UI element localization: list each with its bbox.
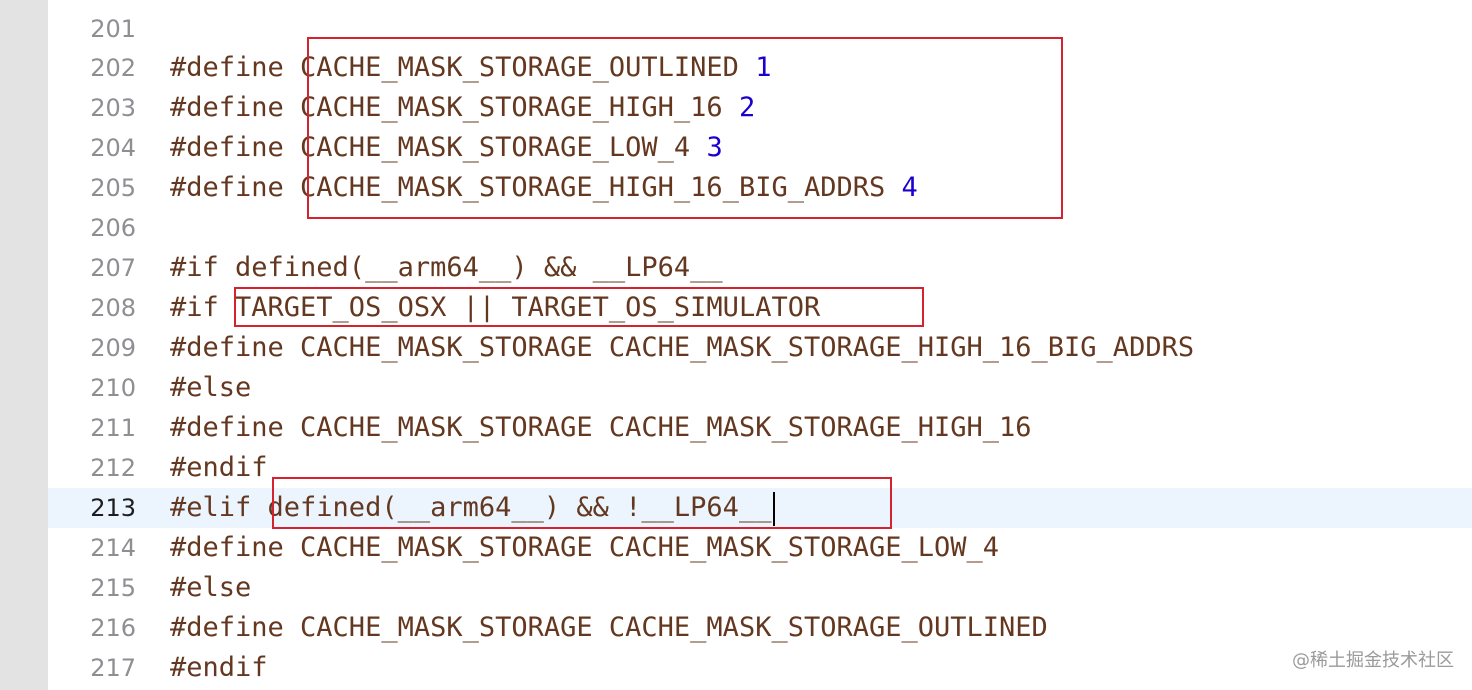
code-text[interactable]: #define CACHE_MASK_STORAGE CACHE_MASK_ST… xyxy=(170,332,1195,363)
code-text[interactable]: #endif xyxy=(170,652,268,683)
code-text[interactable]: #if defined(__arm64__) && __LP64__ xyxy=(170,252,723,283)
line-number: 214 xyxy=(90,534,136,562)
code-text[interactable]: #define CACHE_MASK_STORAGE CACHE_MASK_ST… xyxy=(170,412,1032,443)
code-line-current[interactable]: 213 #elif defined(__arm64__) && !__LP64__ xyxy=(48,488,1472,528)
code-line[interactable]: 207 #if defined(__arm64__) && __LP64__ xyxy=(48,248,1472,288)
line-number: 203 xyxy=(90,94,136,122)
line-number: 202 xyxy=(90,54,136,82)
line-number: 206 xyxy=(90,214,136,242)
code-line[interactable]: 211 #define CACHE_MASK_STORAGE CACHE_MASK… xyxy=(48,408,1472,448)
code-text[interactable]: #define CACHE_MASK_STORAGE_HIGH_16_BIG_A… xyxy=(170,168,918,208)
text-caret xyxy=(773,491,776,526)
line-number: 205 xyxy=(90,174,136,202)
line-number: 210 xyxy=(90,374,136,402)
code-line[interactable]: 209 #define CACHE_MASK_STORAGE CACHE_MASK… xyxy=(48,328,1472,368)
line-number: 213 xyxy=(90,494,136,522)
line-number: 209 xyxy=(90,334,136,362)
code-segment: #define CACHE_MASK_STORAGE_HIGH_16 xyxy=(170,92,739,123)
code-text[interactable]: #elif defined(__arm64__) && !__LP64__ xyxy=(170,488,776,528)
code-segment: #define CACHE_MASK_STORAGE_LOW_4 xyxy=(170,132,707,163)
line-number: 212 xyxy=(90,454,136,482)
line-number: 204 xyxy=(90,134,136,162)
code-text[interactable]: #if TARGET_OS_OSX || TARGET_OS_SIMULATOR xyxy=(170,292,821,323)
code-text[interactable]: #define CACHE_MASK_STORAGE_HIGH_16 2 xyxy=(170,88,755,128)
code-line[interactable]: 215 #else xyxy=(48,568,1472,608)
code-text[interactable]: #else xyxy=(170,372,252,403)
code-line[interactable]: 204 #define CACHE_MASK_STORAGE_LOW_4 3 xyxy=(48,128,1472,168)
code-segment: #elif defined(__arm64__) && !__LP64__ xyxy=(170,492,772,523)
code-line[interactable]: 205 #define CACHE_MASK_STORAGE_HIGH_16_BI… xyxy=(48,168,1472,208)
line-number: 201 xyxy=(90,15,136,43)
code-text[interactable]: #define CACHE_MASK_STORAGE CACHE_MASK_ST… xyxy=(170,612,1048,643)
code-line[interactable]: 216 #define CACHE_MASK_STORAGE CACHE_MASK… xyxy=(48,608,1472,648)
code-text[interactable]: #define CACHE_MASK_STORAGE_OUTLINED 1 xyxy=(170,48,771,88)
code-line[interactable]: 214 #define CACHE_MASK_STORAGE CACHE_MASK… xyxy=(48,528,1472,568)
code-line[interactable]: 212 #endif xyxy=(48,448,1472,488)
line-number: 208 xyxy=(90,294,136,322)
number-literal: 4 xyxy=(901,172,918,203)
line-number: 207 xyxy=(90,254,136,282)
code-line[interactable]: 201 xyxy=(48,9,1472,49)
code-text[interactable]: #endif xyxy=(170,452,268,483)
code-line[interactable]: 208 #if TARGET_OS_OSX || TARGET_OS_SIMULA… xyxy=(48,288,1472,328)
line-number: 216 xyxy=(90,614,136,642)
number-literal: 2 xyxy=(738,92,756,123)
number-literal: 1 xyxy=(755,52,772,83)
code-line[interactable]: 203 #define CACHE_MASK_STORAGE_HIGH_16 2 xyxy=(48,88,1472,128)
code-line[interactable]: 210 #else xyxy=(48,368,1472,408)
code-text[interactable]: #define CACHE_MASK_STORAGE CACHE_MASK_ST… xyxy=(170,532,1000,563)
code-text[interactable]: #else xyxy=(170,572,252,603)
code-editor[interactable]: 201 202 #define CACHE_MASK_STORAGE_OUTLIN… xyxy=(48,0,1472,690)
sidebar-strip xyxy=(0,0,48,690)
code-segment: #define CACHE_MASK_STORAGE_HIGH_16_BIG_A… xyxy=(170,172,902,203)
number-literal: 3 xyxy=(706,132,723,163)
code-text[interactable]: #define CACHE_MASK_STORAGE_LOW_4 3 xyxy=(170,128,723,168)
watermark: @稀土掘金技术社区 xyxy=(1292,650,1454,671)
code-line[interactable]: 206 xyxy=(48,208,1472,248)
code-line[interactable]: 217 #endif xyxy=(48,648,1472,688)
line-number: 211 xyxy=(90,414,136,442)
line-number: 217 xyxy=(90,654,136,682)
code-segment: #define CACHE_MASK_STORAGE_OUTLINED xyxy=(170,52,756,83)
code-line[interactable]: 202 #define CACHE_MASK_STORAGE_OUTLINED 1 xyxy=(48,48,1472,88)
line-number: 215 xyxy=(90,574,136,602)
